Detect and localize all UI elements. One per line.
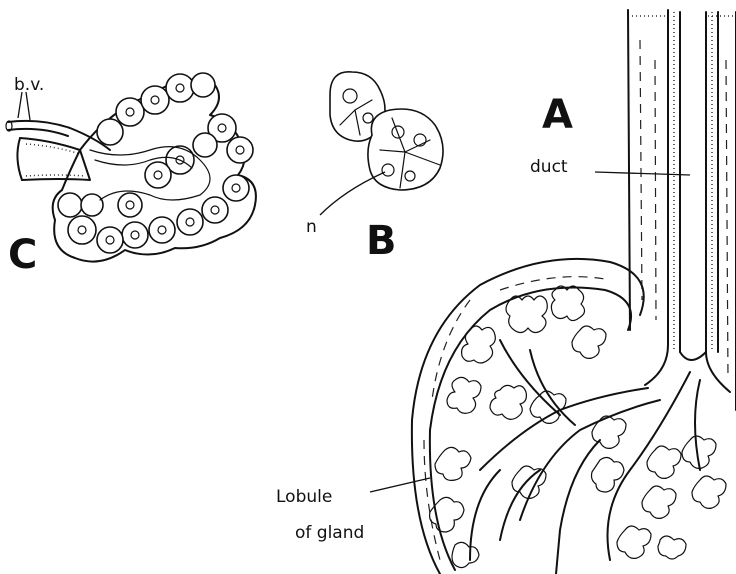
lobule xyxy=(412,259,726,574)
panel-c-letter: C xyxy=(8,232,37,278)
vessel-pointer xyxy=(18,92,30,120)
vessel-label: b.v. xyxy=(14,75,44,95)
duct-pointer xyxy=(595,172,690,175)
panel-b-letter: B xyxy=(366,218,397,264)
duct xyxy=(632,10,734,392)
panel-a-letter: A xyxy=(542,92,573,138)
acinus-lower xyxy=(368,109,443,190)
lobule-label-line1: Lobule xyxy=(276,487,332,507)
duct-label: duct xyxy=(530,157,568,177)
nucleus-label: n xyxy=(306,217,317,237)
panel-b-illustration: B n xyxy=(306,72,443,264)
acini-cluster xyxy=(53,73,256,262)
lobule-label-line2: of gland xyxy=(295,523,364,543)
panel-c-illustration: b.v. C xyxy=(6,73,256,278)
blood-vessel xyxy=(6,121,110,180)
lobule-pointer xyxy=(370,478,430,492)
